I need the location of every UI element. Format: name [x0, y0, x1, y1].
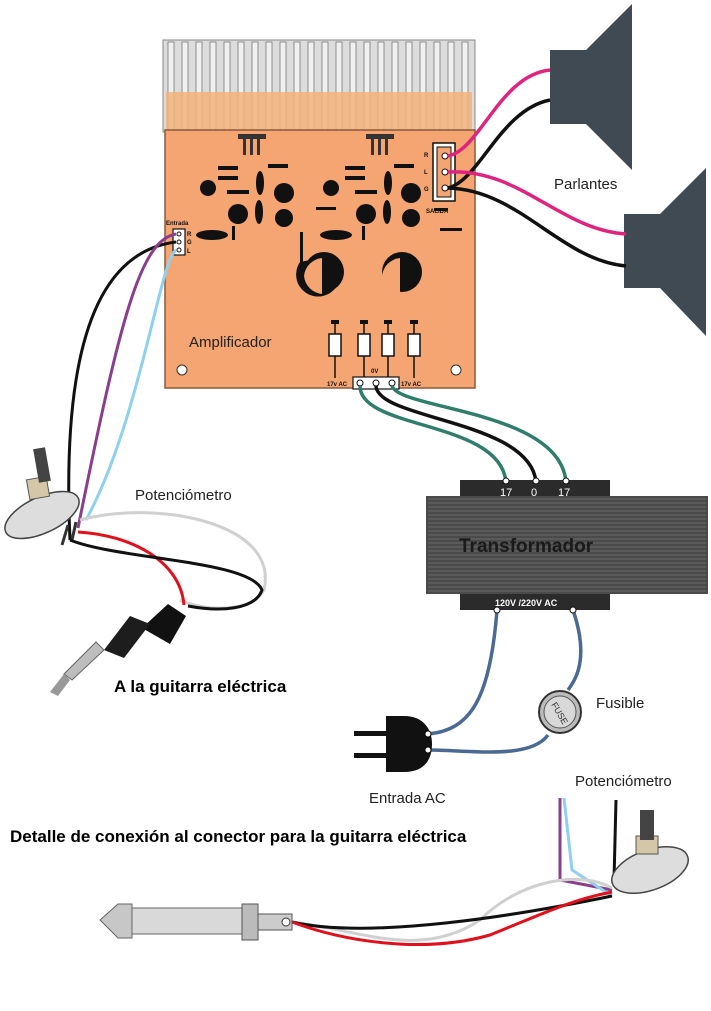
salida-label: SALIDA	[426, 209, 449, 215]
rectifier-diodes	[328, 320, 421, 378]
salida-connector: R L G SALIDA	[424, 142, 456, 215]
tap-17-right: 17	[558, 487, 570, 499]
potentiometer-top	[4, 447, 80, 546]
salida-pin-r: R	[424, 153, 429, 159]
fuse: FUSE	[538, 690, 582, 734]
guitar-jack-bottom	[99, 903, 293, 941]
ac-plug	[354, 716, 432, 772]
ac-mid-label: 0V	[371, 369, 378, 375]
salida-pin-g: G	[424, 187, 429, 193]
potentiometer-bottom	[611, 810, 689, 894]
mains-wires	[427, 609, 583, 754]
salida-pin-l: L	[424, 170, 428, 176]
speakers-label: Parlantes	[554, 176, 617, 193]
entrada-pin-l: L	[187, 249, 191, 255]
entrada-pin-g: G	[187, 240, 192, 246]
components-left	[196, 164, 344, 297]
detail-title: Detalle de conexión al conector para la …	[10, 827, 467, 846]
entrada-pin-r: R	[187, 232, 192, 238]
transformer-label: Transformador	[459, 536, 594, 557]
power-transistor-right	[366, 134, 394, 155]
heatsink	[162, 39, 476, 133]
speaker-bottom	[624, 168, 706, 336]
tap-17-left: 17	[500, 487, 512, 499]
ac-left-label: 17v AC	[327, 382, 348, 388]
amplifier-label: Amplificador	[189, 334, 272, 351]
guitar-jack-top	[50, 604, 186, 696]
potentiometer-top-label: Potenciómetro	[135, 487, 232, 504]
ac-right-label: 17v AC	[401, 382, 422, 388]
speaker-top	[550, 4, 632, 170]
jack-wires-top	[69, 511, 267, 611]
voltage-label: 120V /220V AC	[495, 598, 558, 608]
fuse-label: Fusible	[596, 695, 644, 712]
ac-wires	[358, 385, 568, 483]
guitar-top-label: A la guitarra eléctrica	[114, 677, 287, 696]
components-right	[316, 164, 462, 294]
detail-wires	[291, 797, 618, 947]
potentiometer-bottom-label: Potenciómetro	[575, 773, 672, 790]
entrada-label: Entrada	[166, 221, 189, 227]
speaker-wires	[447, 68, 627, 268]
transformer: Transformador 17 0 17 120V /220V AC	[426, 480, 708, 610]
tap-0: 0	[531, 487, 537, 499]
ac-connector: 17v AC 0V 17v AC	[327, 369, 422, 390]
amplifier-board: Amplificador R L G SALIDA Entrada R G L	[164, 129, 476, 390]
power-transistor-left	[238, 134, 266, 155]
ac-input-label: Entrada AC	[369, 790, 446, 807]
input-wires	[67, 232, 178, 541]
